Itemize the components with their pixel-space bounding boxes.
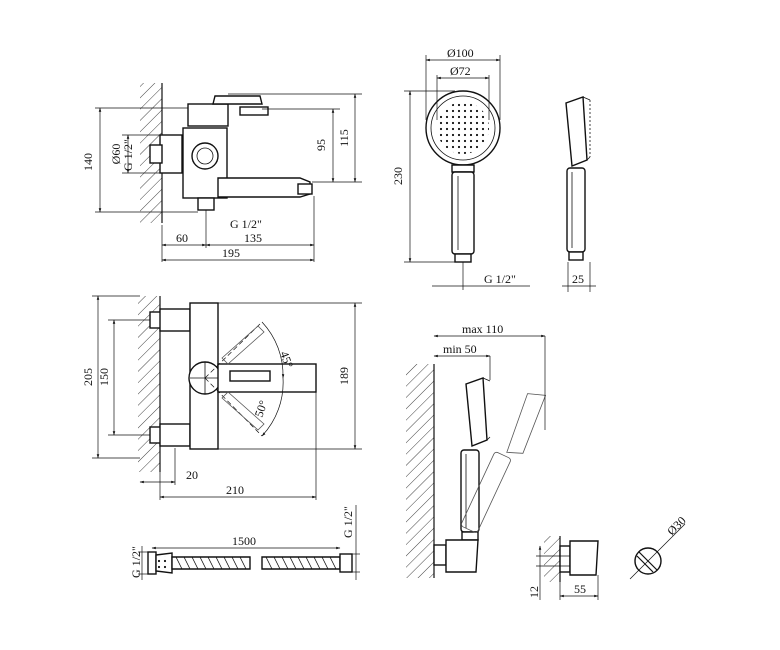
dim-55: 55	[574, 582, 586, 596]
angle-50: 50°	[252, 398, 271, 419]
dim-max110: max 110	[462, 322, 503, 336]
side-view: 140 Ø60 G 1/2" 95 115 G 1/2" 60 135 195	[81, 83, 362, 262]
dim-195: 195	[222, 246, 240, 260]
dim-min50: min 50	[443, 342, 477, 356]
hose-view: 1500 G 1/2" G 1/2"	[129, 505, 360, 580]
dim-dia30: Ø30	[664, 514, 689, 539]
dim-115: 115	[337, 129, 351, 147]
dim-dia72: Ø72	[450, 64, 471, 78]
dim-25: 25	[572, 272, 584, 286]
front-view: 45° 50° 205 150 189 20 210	[81, 295, 362, 500]
dim-95: 95	[314, 139, 328, 151]
dim-1500: 1500	[232, 534, 256, 548]
shower-head-side	[565, 96, 588, 167]
hose-nut-left	[147, 551, 157, 575]
angle-45: 45°	[277, 349, 296, 370]
eccentric-bottom	[159, 423, 191, 447]
holder-detail-body	[569, 540, 599, 576]
dim-g12-hose-left: G 1/2"	[129, 546, 143, 578]
dim-210: 210	[226, 483, 244, 497]
dim-230: 230	[391, 167, 405, 185]
dim-60: 60	[176, 231, 188, 245]
dim-dia60: Ø60	[109, 144, 123, 165]
dim-g12-side-vertical: G 1/2"	[121, 139, 135, 171]
dim-g12-shower: G 1/2"	[484, 272, 516, 286]
dim-205: 205	[81, 368, 95, 386]
wall-holder	[445, 539, 479, 573]
eccentric-fitting	[159, 134, 183, 174]
holder-detail: 12 55 Ø30	[527, 514, 689, 600]
eccentric-top	[159, 308, 191, 332]
spout-side	[217, 177, 311, 198]
dim-g12-hose-right: G 1/2"	[341, 506, 355, 538]
hose-nut-right	[339, 553, 353, 573]
dim-135: 135	[244, 231, 262, 245]
dim-20: 20	[186, 468, 198, 482]
hand-shower-front: Ø100 Ø72 230 G 1/2"	[391, 46, 530, 290]
dim-12: 12	[527, 586, 541, 598]
dim-g12-side-bottom: G 1/2"	[230, 217, 262, 231]
wall-hatch-holder	[406, 364, 434, 578]
dim-dia100: Ø100	[447, 46, 474, 60]
shower-handle	[451, 171, 475, 255]
dim-189: 189	[337, 367, 351, 385]
hand-shower-side: 25	[562, 96, 596, 292]
mixer-cartridge-circle	[191, 142, 219, 170]
dim-140: 140	[81, 153, 95, 171]
holder-view: max 110 min 50	[406, 322, 547, 578]
dim-150: 150	[97, 368, 111, 386]
